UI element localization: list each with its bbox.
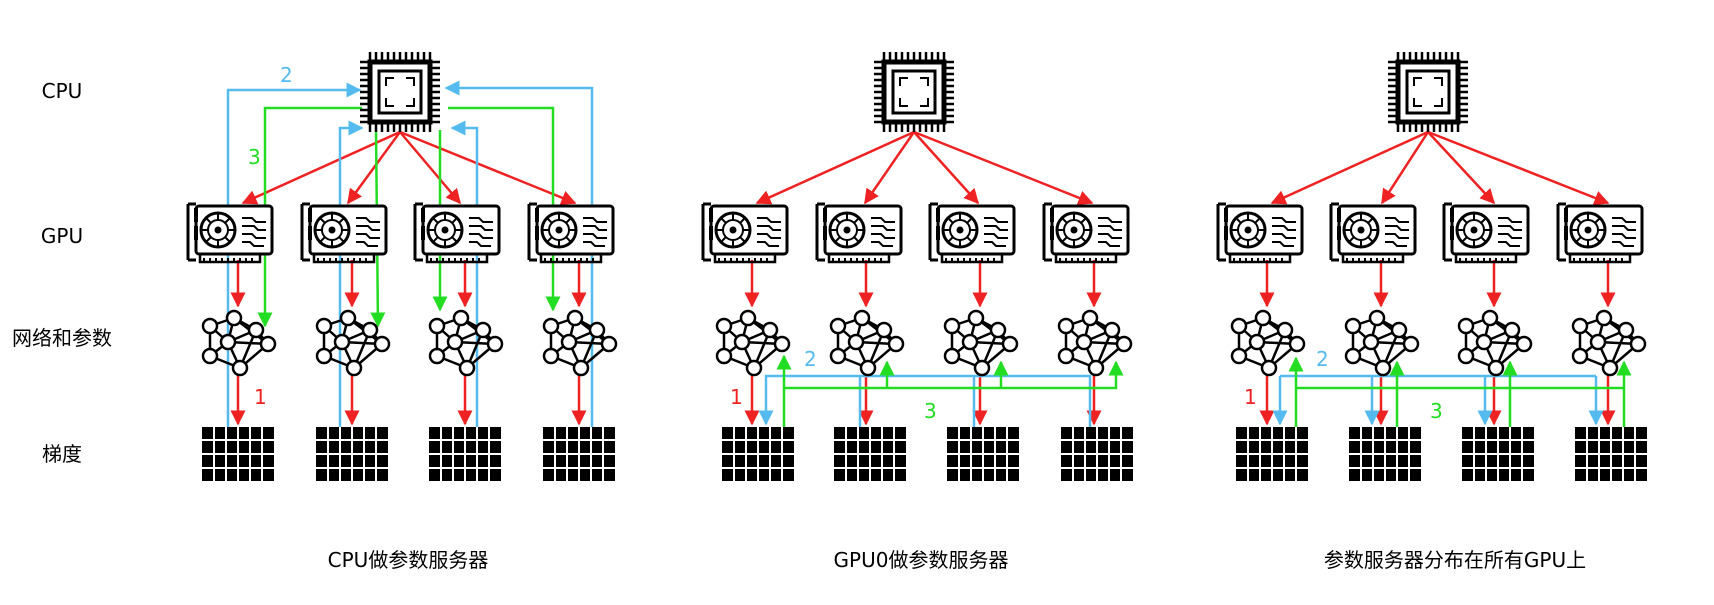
neural-network-icon [542, 309, 618, 377]
row-label-gpu: GPU [41, 224, 83, 248]
graphics-card-icon [928, 202, 1016, 264]
graphics-card-icon [413, 202, 501, 264]
gradient-grid-icon [315, 426, 389, 482]
step-label-3: 3 [924, 399, 937, 423]
graphics-card-icon [815, 202, 903, 264]
panel-caption: 参数服务器分布在所有GPU上 [1324, 548, 1586, 572]
step1-arrows [744, 130, 1102, 426]
graphics-card-icon [1042, 202, 1130, 264]
gradient-grid-icon [946, 426, 1020, 482]
step1-arrows [1259, 130, 1616, 426]
step3-arrows [1288, 356, 1632, 428]
cpu-chip-icon [1388, 52, 1468, 132]
gradient-grid-icon [201, 426, 275, 482]
row-label-network: 网络和参数 [12, 326, 112, 350]
gradient-grid-icon [428, 426, 502, 482]
graphics-card-icon [1442, 202, 1530, 264]
neural-network-icon [1344, 309, 1420, 377]
panel-cpu-server: 1 2 3 CPU做参数服务器 [186, 52, 618, 572]
graphics-card-icon [1556, 202, 1644, 264]
neural-network-icon [1057, 309, 1133, 377]
row-label-cpu: CPU [42, 79, 83, 103]
cpu-chip-icon [360, 52, 440, 132]
step-label-2: 2 [1316, 347, 1329, 371]
cpu-chip-icon [874, 52, 954, 132]
gradient-grid-icon [833, 426, 907, 482]
step-label-1: 1 [1244, 385, 1257, 409]
gradient-grid-icon [1060, 426, 1134, 482]
row-label-gradient: 梯度 [42, 442, 82, 466]
step3-arrows [776, 354, 1124, 428]
graphics-card-icon [701, 202, 789, 264]
gradient-grid-icon [1235, 426, 1309, 482]
step-label-3: 3 [248, 145, 261, 169]
graphics-card-icon [186, 202, 274, 264]
gradient-grid-icon [1574, 426, 1648, 482]
neural-network-icon [943, 309, 1019, 377]
neural-network-icon [715, 309, 791, 377]
neural-network-icon [1230, 309, 1306, 377]
gradient-grid-icon [1348, 426, 1422, 482]
step2-arrows [1272, 374, 1604, 426]
panel-gpu0-server: 1 2 3 GPU0做参数服务器 [701, 52, 1134, 572]
step-label-1: 1 [730, 385, 743, 409]
gradient-grid-icon [721, 426, 795, 482]
neural-network-icon [829, 309, 905, 377]
neural-network-icon [1571, 309, 1647, 377]
gradient-grid-icon [1461, 426, 1535, 482]
panel-caption: GPU0做参数服务器 [834, 548, 1009, 572]
panel-caption: CPU做参数服务器 [328, 548, 489, 572]
step2-arrows [226, 80, 594, 428]
graphics-card-icon [300, 202, 388, 264]
gradient-grid-icon [542, 426, 616, 482]
step-label-1: 1 [254, 385, 267, 409]
neural-network-icon [428, 309, 504, 377]
panel-distributed-server: 1 2 3 参数服务器分布在所有GPU上 [1216, 52, 1648, 572]
graphics-card-icon [1216, 202, 1304, 264]
step2-arrows [758, 374, 1092, 428]
step-label-3: 3 [1430, 399, 1443, 423]
step1-arrows [230, 130, 587, 426]
graphics-card-icon [1329, 202, 1417, 264]
step-label-2: 2 [280, 63, 293, 87]
graphics-card-icon [527, 202, 615, 264]
neural-network-icon [1457, 309, 1533, 377]
step-label-2: 2 [804, 347, 817, 371]
